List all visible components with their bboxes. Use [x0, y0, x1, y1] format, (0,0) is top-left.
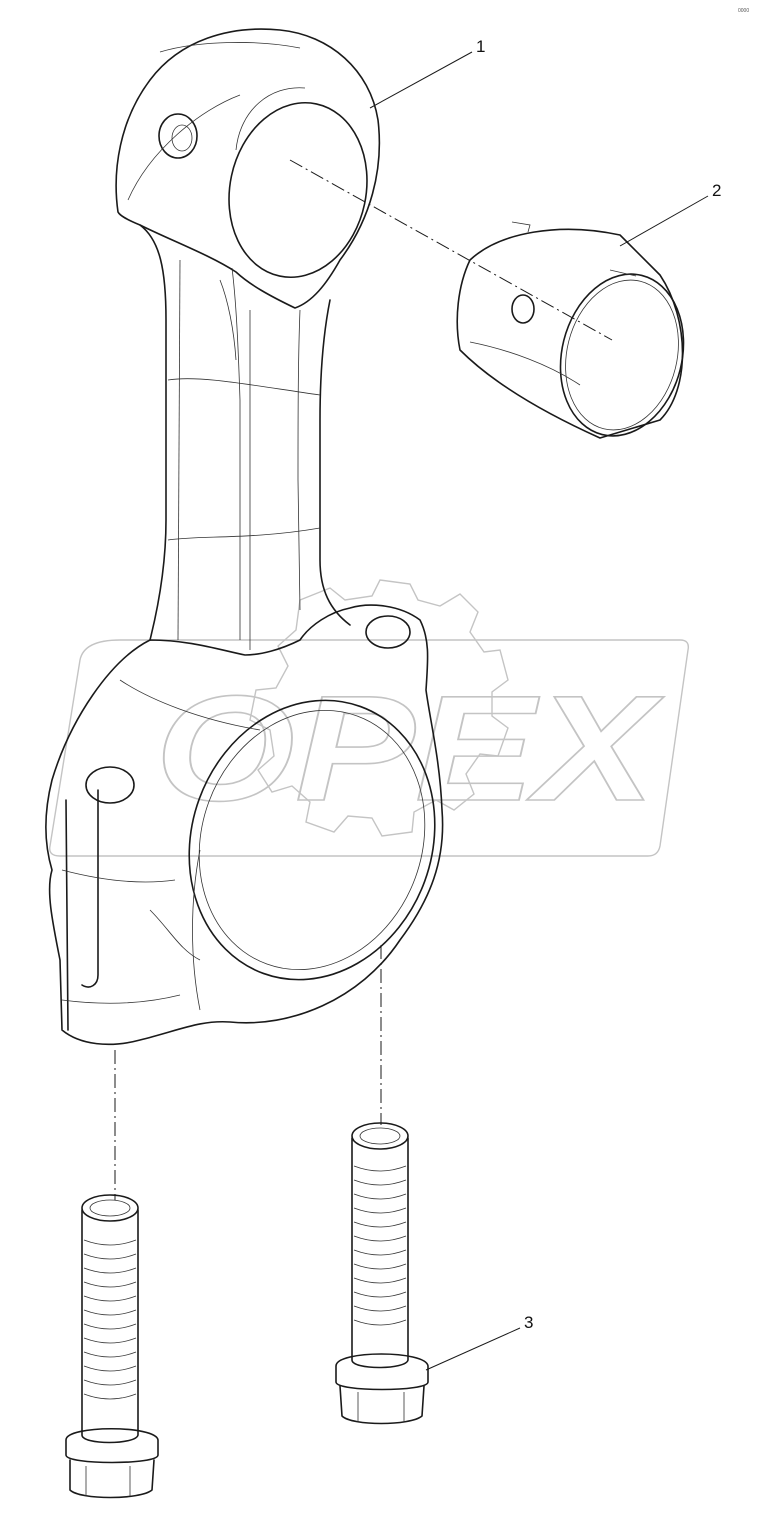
watermark-gear-icon — [249, 579, 509, 837]
corner-code: 0000 — [738, 8, 749, 14]
center-lines — [114, 159, 613, 1200]
callout-2-leader — [619, 195, 709, 247]
connecting-rod — [45, 28, 444, 1046]
callout-3-number: 3 — [524, 1313, 533, 1332]
callout-3-leader — [425, 1327, 521, 1371]
watermark-text: OPEX — [155, 664, 665, 832]
bushing — [456, 221, 685, 439]
bolt-right — [335, 1122, 429, 1425]
callouts: 1 2 3 — [369, 37, 721, 1371]
callout-2-number: 2 — [712, 181, 721, 200]
callout-1-number: 1 — [476, 37, 485, 56]
callout-1-leader — [369, 51, 473, 109]
watermark: OPEX — [49, 579, 690, 857]
bolt-left — [65, 1194, 159, 1499]
